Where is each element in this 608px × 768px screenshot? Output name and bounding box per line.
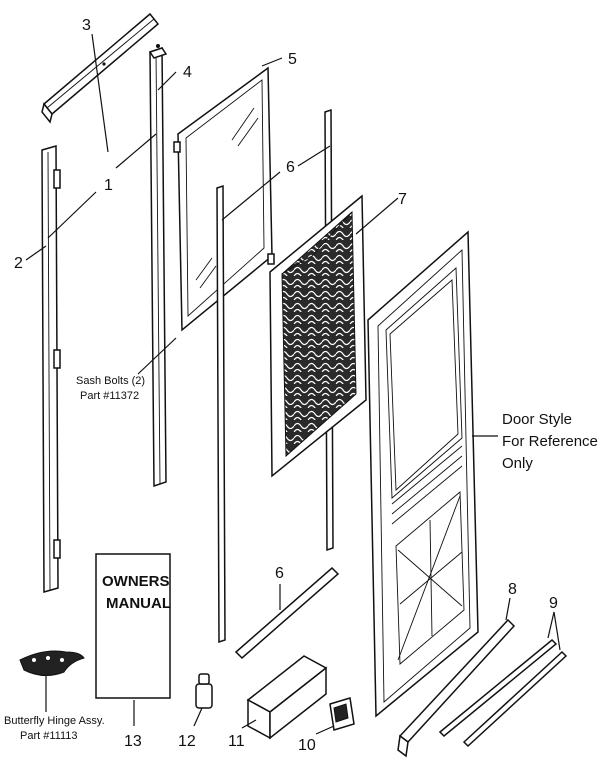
callout-5: 5	[288, 51, 297, 68]
reference-door	[367, 230, 479, 718]
part-6-vertical-strip	[216, 184, 226, 644]
callout-6-upper: 6	[286, 159, 295, 176]
callout-11: 11	[228, 733, 245, 750]
part-12-bottle	[195, 673, 213, 709]
callout-1: 1	[104, 177, 113, 194]
part-4-latch-jamb	[148, 46, 168, 488]
door-style-line1: Door Style	[502, 411, 572, 428]
sash-bolts-part: Part #11372	[80, 390, 139, 402]
callout-10: 10	[298, 737, 316, 754]
part-5-glass-sash	[173, 66, 275, 332]
part-8-bottom-expander	[397, 618, 516, 758]
butterfly-hinge	[19, 650, 85, 676]
part-10-packet	[329, 697, 355, 731]
manual-title-line2: MANUAL	[106, 595, 171, 612]
callout-3: 3	[82, 17, 91, 34]
door-style-line2: For Reference	[502, 433, 598, 450]
callout-7: 7	[398, 191, 407, 208]
callout-12: 12	[178, 733, 196, 750]
part-6-horizontal-strip	[234, 566, 340, 660]
sash-bolts-label: Sash Bolts (2)	[76, 375, 145, 387]
leader-lines	[25, 33, 561, 735]
part-11-box	[246, 655, 328, 740]
callout-8: 8	[508, 581, 517, 598]
part-13-owners-manual	[95, 553, 171, 699]
callout-2: 2	[14, 255, 23, 272]
callout-4: 4	[183, 64, 192, 81]
part-7-screen-sash	[269, 194, 367, 478]
part-9-sweeps	[438, 638, 568, 748]
part-2-hinge-jamb	[41, 145, 61, 593]
hinge-label: Butterfly Hinge Assy.	[4, 715, 105, 727]
part-3-top-rail	[41, 12, 160, 124]
door-style-line3: Only	[502, 455, 533, 472]
hinge-part: Part #11113	[20, 730, 78, 742]
callout-13: 13	[124, 733, 142, 750]
callout-6-lower: 6	[275, 565, 284, 582]
callout-9: 9	[549, 595, 558, 612]
manual-title-line1: OWNERS	[102, 573, 170, 590]
